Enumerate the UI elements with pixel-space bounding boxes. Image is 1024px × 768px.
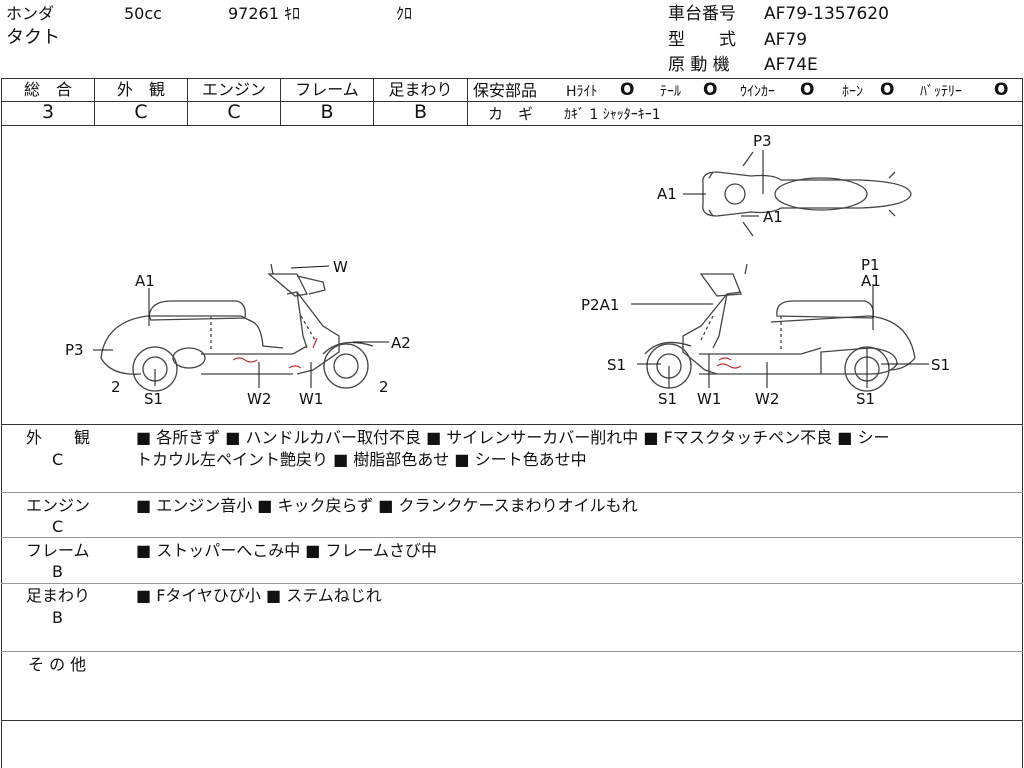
grade-value-engine: C <box>227 101 241 123</box>
grade-value-overall: 3 <box>41 101 55 123</box>
note-grade-suspension: B <box>52 608 63 627</box>
color: ｸﾛ <box>396 4 413 23</box>
safety-item-headlight: Hﾗｲﾄ <box>566 84 598 100</box>
right-label-w2: W2 <box>755 390 779 408</box>
note-text-suspension-1: ■ Fタイヤひび小 ■ ステムねじれ <box>136 586 382 605</box>
grade-label-suspension: 足まわり <box>388 80 453 99</box>
right-label-s1-bottom-left: S1 <box>658 390 677 408</box>
right-damage-marks <box>716 357 742 369</box>
engine-code: AF74E <box>764 55 818 75</box>
frame-no-label: 車台番号 <box>668 4 736 24</box>
right-leader-lines <box>631 284 929 388</box>
grade-mid-line <box>1 101 467 102</box>
top-view-scooter <box>702 151 912 237</box>
top-label-a1-left: A1 <box>657 185 677 203</box>
left-leader-lines <box>93 265 389 388</box>
right-label-a1: A1 <box>861 272 881 290</box>
left-label-a2: A2 <box>391 334 411 352</box>
right-label-w1: W1 <box>697 390 721 408</box>
key-label: カ ギ <box>488 105 534 123</box>
grade-bottom-line <box>1 125 1023 126</box>
left-damage-marks <box>232 337 318 369</box>
left-label-p3: P3 <box>65 341 84 359</box>
displacement: 50cc <box>124 4 162 23</box>
grade-divider <box>94 78 95 125</box>
maker: ホンダ <box>6 4 55 23</box>
note-text-frame-1: ■ ストッパーへこみ中 ■ フレームさび中 <box>136 541 438 560</box>
top-label-a1-right: A1 <box>763 208 783 226</box>
left-label-w2: W2 <box>247 390 271 408</box>
note-label-other: そ の 他 <box>28 655 87 674</box>
safety-item-tail: ﾃｰﾙ <box>660 84 681 100</box>
note-label-exterior: 外 観 <box>26 428 91 447</box>
safety-label: 保安部品 <box>473 81 538 100</box>
right-label-p2a1: P2A1 <box>581 296 619 314</box>
safety-item-horn: ﾎｰﾝ <box>842 84 863 100</box>
right-label-p1: P1 <box>861 256 880 274</box>
safety-mark-tail: O <box>703 80 718 100</box>
note-label-suspension: 足まわり <box>26 586 91 605</box>
frame-no: AF79-1357620 <box>764 4 889 24</box>
note-text-engine-1: ■ エンジン音小 ■ キック戻らず ■ クランクケースまわりオイルもれ <box>136 496 638 515</box>
grade-label-engine: エンジン <box>201 80 266 99</box>
left-border <box>1 78 2 768</box>
note-divider <box>1 583 1023 584</box>
right-side-scooter <box>644 263 916 392</box>
left-label-a1: A1 <box>135 272 155 290</box>
model-label: 型 式 <box>668 30 736 50</box>
top-label-p3: P3 <box>753 132 772 150</box>
mileage: 97261 ｷﾛ <box>228 4 300 23</box>
grade-divider <box>280 78 281 125</box>
grade-divider <box>373 78 374 125</box>
left-label-w: W <box>333 258 348 276</box>
left-label-two-right: 2 <box>379 378 389 396</box>
top-leader-lines <box>683 150 764 217</box>
left-label-s1: S1 <box>144 390 163 408</box>
safety-mark-winker: O <box>800 80 815 100</box>
note-divider <box>1 537 1023 538</box>
safety-item-battery: ﾊﾞｯﾃﾘｰ <box>920 84 962 100</box>
note-text-exterior-1: ■ 各所きず ■ ハンドルカバー取付不良 ■ サイレンサーカバー削れ中 ■ Fマ… <box>136 428 890 447</box>
safety-mid-line <box>467 101 1023 102</box>
model-name: タクト <box>6 27 60 48</box>
grade-value-frame: B <box>320 101 334 123</box>
note-label-engine: エンジン <box>26 496 91 515</box>
model-code: AF79 <box>764 30 808 50</box>
left-label-two-left: 2 <box>111 378 121 396</box>
left-label-w1: W1 <box>299 390 323 408</box>
notes-top-line <box>1 424 1023 425</box>
grade-top-line <box>1 78 1023 79</box>
note-divider <box>1 492 1023 493</box>
right-border <box>1022 78 1023 768</box>
grade-label-frame: フレーム <box>295 80 359 99</box>
right-label-s1-left: S1 <box>607 356 626 374</box>
safety-item-winker: ｳｲﾝｶｰ <box>740 84 775 100</box>
right-label-s1-right: S1 <box>931 356 950 374</box>
damage-diagram: A1 W P3 A2 2 2 S1 W2 W1 P3 A1 A1 <box>65 132 950 408</box>
note-divider <box>1 651 1023 652</box>
note-text-exterior-2: トカウル左ペイント艶戻り ■ 樹脂部色あせ ■ シート色あせ中 <box>136 450 587 469</box>
left-side-scooter <box>100 263 374 392</box>
engine-label: 原 動 機 <box>668 55 730 75</box>
key-value: ｶｷﾞ 1 ｼｬｯﾀｰｷｰ1 <box>564 107 661 123</box>
grade-value-exterior: C <box>134 101 148 123</box>
note-grade-frame: B <box>52 562 63 581</box>
safety-mark-horn: O <box>880 80 895 100</box>
note-grade-exterior: C <box>52 450 64 469</box>
grade-divider <box>187 78 188 125</box>
grade-value-suspension: B <box>413 101 428 123</box>
safety-mark-headlight: O <box>620 80 635 100</box>
note-label-frame: フレーム <box>26 541 90 560</box>
notes-bottom-line <box>1 720 1023 721</box>
grade-label-overall: 総 合 <box>23 80 72 99</box>
note-grade-engine: C <box>52 517 64 536</box>
safety-mark-battery: O <box>994 80 1009 100</box>
right-label-s1-bottom-right: S1 <box>856 390 875 408</box>
grade-label-exterior: 外 観 <box>116 80 165 99</box>
